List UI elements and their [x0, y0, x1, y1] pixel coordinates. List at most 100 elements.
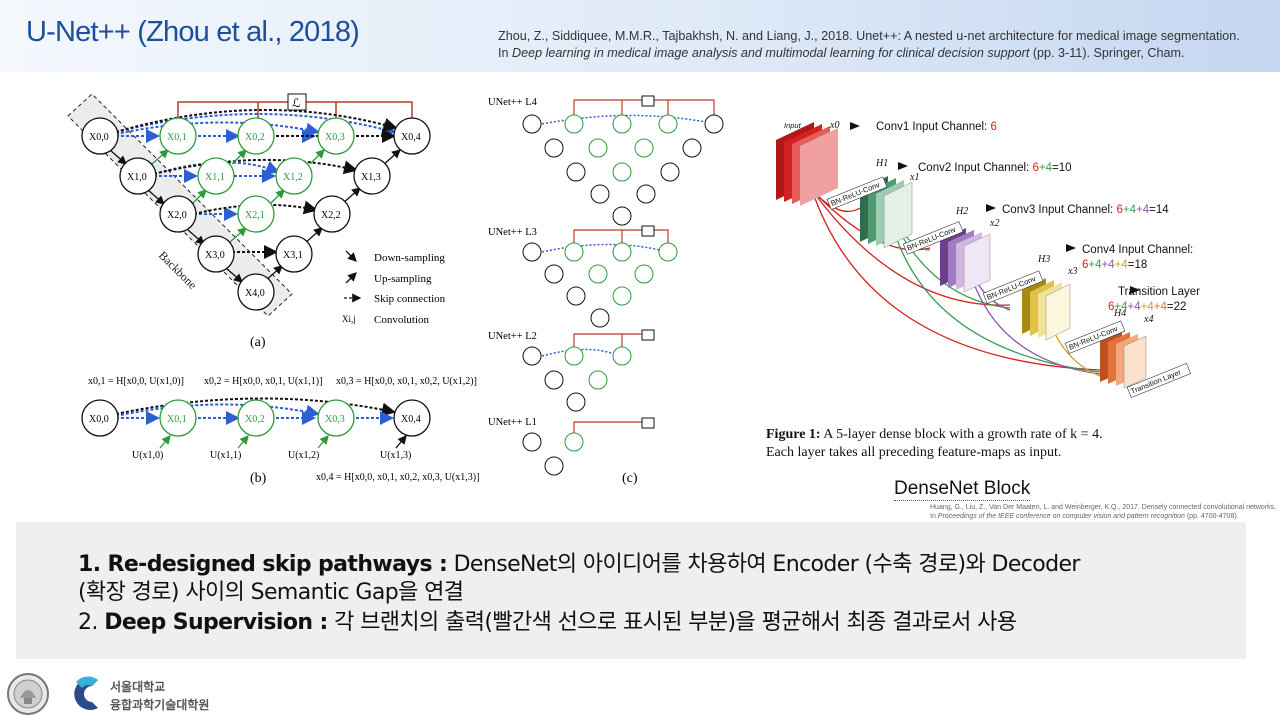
b-node-x00	[81, 399, 119, 437]
conv-block-red	[776, 122, 838, 206]
densenet-figure: BN-ReLU-Conv BN-ReLU-Conv BN-ReLU-Conv B…	[766, 120, 1200, 460]
univ-name-line2: 융합과학기술대학원	[110, 698, 210, 712]
node-x31	[275, 235, 313, 273]
unetpp-figure-ab: Backbone ℒ	[67, 93, 479, 486]
svg-text:H3: H3	[1037, 254, 1050, 265]
node-x01	[159, 117, 197, 155]
b-node-x03	[317, 399, 355, 437]
svg-text:x3: x3	[1067, 266, 1077, 277]
densenet-block-title: DenseNet Block	[894, 478, 1031, 501]
svg-text:X4,0: X4,0	[245, 288, 265, 299]
transition-annotation-title: Transition Layer:	[1118, 286, 1200, 298]
l2-graph	[522, 329, 655, 412]
loss-box	[287, 93, 307, 111]
legend-conv: Convolution	[374, 314, 430, 326]
densenet-citation: Huang, G., Liu, Z., Van Der Maaten, L. a…	[930, 504, 1277, 520]
densenet-figure-caption-2: Each layer takes all preceding feature-m…	[766, 445, 1061, 460]
eq-4: x0,4 = H[x0,0, x0,1, x0,2, x0,3, U(x1,3)…	[316, 472, 479, 483]
svg-text:X0,3: X0,3	[325, 414, 345, 425]
up-label-3: U(x1,2)	[288, 450, 319, 461]
input-label: Input	[784, 121, 802, 130]
header-banner	[0, 0, 1280, 72]
node-x30	[197, 235, 235, 273]
label-l4: UNet++ L4	[488, 97, 538, 108]
svg-text:X0,2: X0,2	[245, 132, 265, 143]
univ-name-line1: 서울대학교	[110, 680, 166, 694]
svg-text:x0: x0	[829, 120, 839, 131]
node-x03	[317, 117, 355, 155]
summary-item-1: 1. Re-designed skip pathways : DenseNet의…	[78, 552, 1080, 577]
l1-graph	[522, 417, 655, 476]
snu-seal-icon	[7, 673, 49, 715]
legend-up: Up-sampling	[374, 273, 432, 285]
svg-text:H4: H4	[1113, 308, 1126, 319]
conv3-annotation: Conv3 Input Channel: 6+4+4=14	[1002, 204, 1169, 216]
conv-block-yellow	[1022, 278, 1071, 341]
node-x13	[353, 157, 391, 195]
label-l1: UNet++ L1	[488, 417, 537, 428]
conv4-annotation-title: Conv4 Input Channel:	[1082, 244, 1193, 256]
node-x20	[159, 195, 197, 233]
svg-text:X1,1: X1,1	[205, 172, 225, 183]
svg-text:x4: x4	[1143, 314, 1153, 325]
caption-b: (b)	[250, 471, 267, 486]
b-node-x04	[393, 399, 431, 437]
svg-text:X1,2: X1,2	[283, 172, 303, 183]
svg-text:X3,0: X3,0	[205, 250, 225, 261]
node-x10	[119, 157, 157, 195]
summary-item-1-cont: (확장 경로) 사이의 Semantic Gap을 연결	[78, 580, 464, 605]
loss-label: ℒ	[292, 96, 301, 110]
up-label-1: U(x1,0)	[132, 450, 163, 461]
eq-3: x0,3 = H[x0,0, x0,1, x0,2, U(x1,2)]	[336, 376, 477, 387]
conv-block-purple	[940, 228, 991, 293]
node-x04	[393, 117, 431, 155]
label-l2: UNet++ L2	[488, 331, 537, 342]
legend-down: Down-sampling	[374, 252, 445, 264]
gsconvergence-logo-icon	[74, 676, 98, 710]
node-x21	[237, 195, 275, 233]
backbone-label: Backbone	[156, 248, 200, 292]
l3-graph	[522, 225, 678, 328]
svg-text:X0,1: X0,1	[167, 132, 187, 143]
label-l3: UNet++ L3	[488, 227, 537, 238]
summary-item-2: 2. Deep Supervision : 각 브랜치의 출력(빨간색 선으로 …	[78, 610, 1017, 635]
page-title: U-Net++ (Zhou et al., 2018)	[26, 16, 360, 48]
up-label-4: U(x1,3)	[380, 450, 411, 461]
conv1-annotation: Conv1 Input Channel: 6	[876, 121, 997, 133]
legend-conv-symbol: Xi,j	[342, 314, 356, 324]
svg-text:x2: x2	[989, 218, 999, 229]
svg-text:X0,0: X0,0	[89, 132, 109, 143]
summary-box	[16, 522, 1246, 659]
unetpp-figure-c: UNet++ L4 UNet++ L3 UNet++ L2 UNet++ L1	[488, 95, 724, 486]
svg-text:X0,2: X0,2	[245, 414, 265, 425]
densenet-figure-caption-1: Figure 1: A 5-layer dense block with a g…	[766, 427, 1103, 442]
svg-text:X0,0: X0,0	[89, 414, 109, 425]
node-x12	[275, 157, 313, 195]
svg-text:X0,4: X0,4	[401, 414, 421, 425]
svg-text:X0,1: X0,1	[167, 414, 187, 425]
b-node-x02	[237, 399, 275, 437]
node-x02	[237, 117, 275, 155]
conv4-annotation-value: 6+4+4+4=18	[1082, 259, 1147, 271]
l4-graph	[522, 95, 724, 226]
conv-block-orange	[1100, 330, 1147, 389]
citation-line-2: In Deep learning in medical image analys…	[498, 46, 1185, 60]
footer-logos	[7, 673, 98, 715]
node-x11	[197, 157, 235, 195]
svg-text:X0,4: X0,4	[401, 132, 421, 143]
svg-text:X1,3: X1,3	[361, 172, 381, 183]
b-node-x01	[159, 399, 197, 437]
svg-text:H1: H1	[875, 158, 888, 169]
conv2-annotation: Conv2 Input Channel: 6+4=10	[918, 162, 1072, 174]
citation-line-1: Zhou, Z., Siddiquee, M.M.R., Tajbakhsh, …	[498, 29, 1240, 43]
svg-text:H2: H2	[955, 206, 968, 217]
node-x22	[313, 195, 351, 233]
svg-text:X0,3: X0,3	[325, 132, 345, 143]
unetpp-citation: Zhou, Z., Siddiquee, M.M.R., Tajbakhsh, …	[498, 28, 1273, 62]
eq-2: x0,2 = H[x0,0, x0,1, U(x1,1)]	[204, 376, 322, 387]
node-x40	[237, 273, 275, 311]
legend-skip: Skip connection	[374, 293, 446, 305]
caption-a: (a)	[250, 335, 266, 350]
svg-text:X1,0: X1,0	[127, 172, 147, 183]
eq-1: x0,1 = H[x0,0, U(x1,0)]	[88, 376, 184, 387]
